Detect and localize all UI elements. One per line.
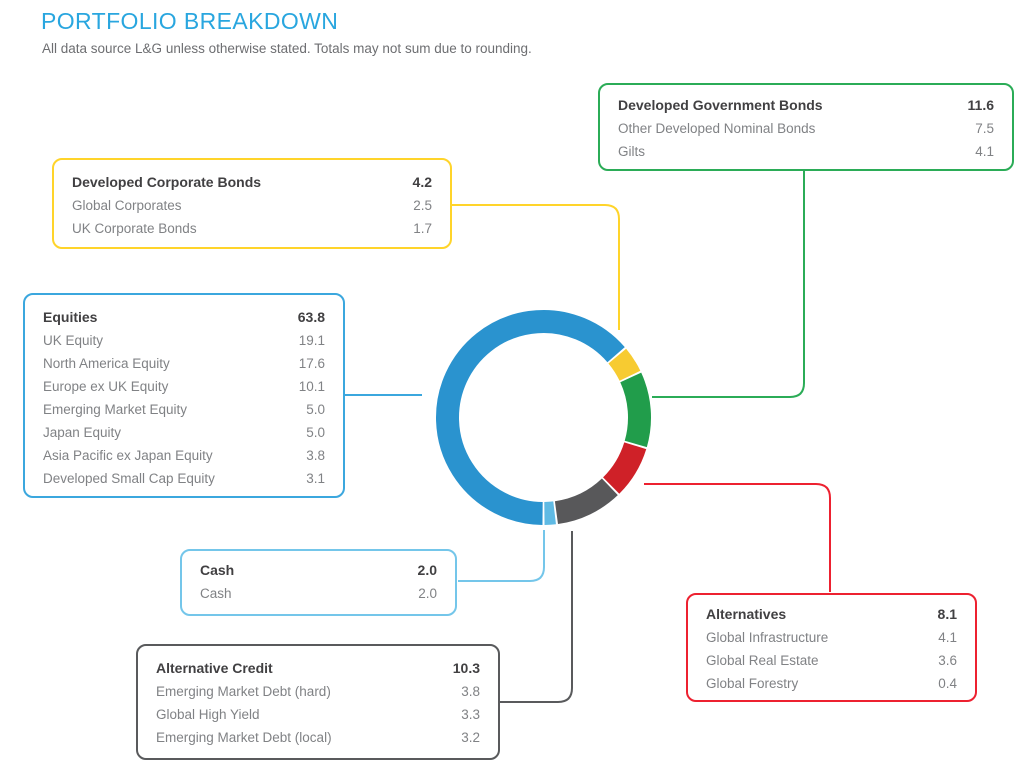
row-label: UK Corporate Bonds — [72, 221, 197, 236]
breakdown-row: Emerging Market Equity 5.0 — [43, 398, 325, 421]
group-value: 10.3 — [452, 660, 480, 676]
group-label: Alternative Credit — [156, 660, 273, 676]
breakdown-row: Other Developed Nominal Bonds 7.5 — [618, 117, 994, 140]
row-value: 3.6 — [938, 653, 957, 668]
row-label: Developed Small Cap Equity — [43, 471, 215, 486]
alternatives-box: Alternatives 8.1 Global Infrastructure 4.… — [686, 593, 977, 702]
row-value: 7.5 — [975, 121, 994, 136]
row-value: 3.1 — [306, 471, 325, 486]
group-value: 11.6 — [967, 97, 994, 113]
breakdown-row: Global Real Estate 3.6 — [706, 649, 957, 672]
row-label: Europe ex UK Equity — [43, 379, 169, 394]
group-value: 2.0 — [417, 562, 437, 578]
connector-government-bonds — [652, 171, 805, 398]
group-label: Alternatives — [706, 606, 787, 622]
breakdown-row: Gilts 4.1 — [618, 140, 994, 163]
row-value: 3.2 — [461, 730, 480, 745]
corporate-bonds-box: Developed Corporate Bonds 4.2 Global Cor… — [52, 158, 452, 249]
group-label: Cash — [200, 562, 235, 578]
breakdown-row: Europe ex UK Equity 10.1 — [43, 375, 325, 398]
donut-ring — [436, 310, 651, 525]
row-value: 3.3 — [461, 707, 480, 722]
row-label: Global Corporates — [72, 198, 182, 213]
page-title: PORTFOLIO BREAKDOWN — [41, 8, 339, 34]
row-label: Japan Equity — [43, 425, 122, 440]
row-label: North America Equity — [43, 356, 170, 371]
breakdown-row: Global Corporates 2.5 — [72, 194, 432, 217]
row-value: 10.1 — [298, 379, 325, 394]
breakdown-row: Developed Small Cap Equity 3.1 — [43, 467, 325, 490]
group-value: 4.2 — [412, 174, 432, 190]
row-label: Global High Yield — [156, 707, 260, 722]
group-label: Developed Government Bonds — [618, 97, 823, 113]
row-label: UK Equity — [43, 333, 104, 348]
breakdown-row: Asia Pacific ex Japan Equity 3.8 — [43, 444, 325, 467]
row-label: Emerging Market Equity — [43, 402, 188, 417]
row-value: 1.7 — [413, 221, 432, 236]
row-value: 0.4 — [938, 676, 957, 691]
group-header: Developed Government Bonds 11.6 — [618, 94, 994, 117]
donut-segment-alternatives — [602, 441, 647, 494]
connector-alternatives — [644, 483, 831, 592]
breakdown-row: Emerging Market Debt (hard) 3.8 — [156, 680, 480, 703]
row-value: 19.1 — [298, 333, 325, 348]
page-subtitle: All data source L&G unless otherwise sta… — [42, 41, 532, 56]
row-label: Asia Pacific ex Japan Equity — [43, 448, 213, 463]
row-label: Global Infrastructure — [706, 630, 829, 645]
row-label: Emerging Market Debt (hard) — [156, 684, 331, 699]
breakdown-row: Emerging Market Debt (local) 3.2 — [156, 726, 480, 749]
donut-segment-developed-corporate-bonds — [608, 348, 641, 382]
group-value: 63.8 — [297, 309, 325, 325]
connector-cash — [458, 530, 545, 582]
row-value: 3.8 — [461, 684, 480, 699]
breakdown-row: Global High Yield 3.3 — [156, 703, 480, 726]
donut-segment-equities — [436, 310, 625, 525]
donut-segment-alternative-credit — [554, 478, 618, 525]
connector-alternative-credit — [500, 531, 573, 703]
group-label: Developed Corporate Bonds — [72, 174, 262, 190]
breakdown-row: UK Equity 19.1 — [43, 329, 325, 352]
group-label: Equities — [43, 309, 98, 325]
group-header: Cash 2.0 — [200, 559, 437, 582]
group-header: Developed Corporate Bonds 4.2 — [72, 171, 432, 194]
row-label: Other Developed Nominal Bonds — [618, 121, 816, 136]
group-header: Equities 63.8 — [43, 306, 325, 329]
row-value: 17.6 — [298, 356, 325, 371]
donut-segment-cash — [544, 501, 556, 525]
breakdown-row: North America Equity 17.6 — [43, 352, 325, 375]
row-value: 4.1 — [938, 630, 957, 645]
alternative-credit-box: Alternative Credit 10.3 Emerging Market … — [136, 644, 500, 760]
row-label: Global Forestry — [706, 676, 799, 691]
breakdown-row: Global Infrastructure 4.1 — [706, 626, 957, 649]
group-value: 8.1 — [937, 606, 957, 622]
breakdown-row: UK Corporate Bonds 1.7 — [72, 217, 432, 240]
row-value: 2.0 — [418, 586, 437, 601]
row-value: 3.8 — [306, 448, 325, 463]
breakdown-row: Cash 2.0 — [200, 582, 437, 605]
group-header: Alternatives 8.1 — [706, 603, 957, 626]
group-header: Alternative Credit 10.3 — [156, 657, 480, 680]
connector-corporate-bonds — [452, 204, 620, 330]
row-label: Cash — [200, 586, 232, 601]
donut-segment-developed-government-bonds — [620, 372, 651, 448]
row-label: Gilts — [618, 144, 645, 159]
row-label: Emerging Market Debt (local) — [156, 730, 332, 745]
row-value: 2.5 — [413, 198, 432, 213]
cash-box: Cash 2.0 Cash 2.0 — [180, 549, 457, 616]
breakdown-row: Global Forestry 0.4 — [706, 672, 957, 695]
row-label: Global Real Estate — [706, 653, 819, 668]
government-bonds-box: Developed Government Bonds 11.6 Other De… — [598, 83, 1014, 171]
breakdown-row: Japan Equity 5.0 — [43, 421, 325, 444]
row-value: 5.0 — [306, 425, 325, 440]
row-value: 5.0 — [306, 402, 325, 417]
row-value: 4.1 — [975, 144, 994, 159]
